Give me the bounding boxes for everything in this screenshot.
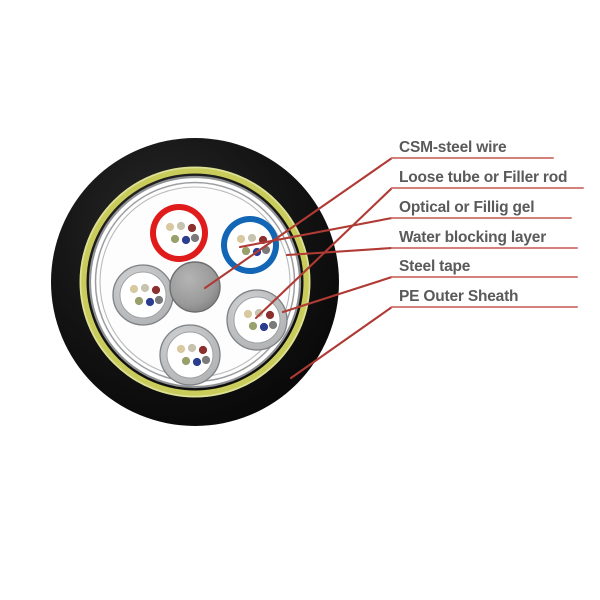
fiber-strand: [145, 297, 155, 307]
loose-tube-red: [150, 204, 208, 262]
callout-label-loose-tube-or-filler-rod: Loose tube or Filler rod: [399, 169, 567, 186]
loose-tube-gray-right-gel: [233, 296, 281, 344]
leader-line-optical-or-filling-gel: [238, 216, 394, 249]
callout-label-water-blocking-layer: Water blocking layer: [399, 229, 546, 246]
fiber-strand: [248, 321, 258, 331]
loose-tube-gray-right: [226, 289, 288, 351]
fiber-strand: [181, 356, 191, 366]
fiber-strand: [140, 283, 150, 293]
fiber-strand: [165, 222, 175, 232]
fiber-strand: [265, 310, 275, 320]
fiber-strand: [176, 221, 186, 231]
fiber-strand: [170, 234, 180, 244]
fiber-strand: [187, 343, 197, 353]
fiber-strand: [181, 235, 191, 245]
callout-label-optical-or-filling-gel: Optical or Fillig gel: [399, 199, 534, 216]
fiber-strand: [259, 322, 269, 332]
leader-line-pe-outer-sheath: [289, 305, 394, 380]
fiber-strand: [254, 308, 264, 318]
loose-tube-gray-left: [112, 264, 174, 326]
fiber-strand: [154, 295, 164, 305]
fiber-strand: [243, 309, 253, 319]
fiber-strand: [176, 344, 186, 354]
fiber-strand: [268, 320, 278, 330]
water-blocking-layer-ring: [79, 166, 311, 398]
fiber-strand: [247, 233, 257, 243]
loose-tube-gray-bottom-gel: [166, 331, 214, 379]
fiber-strand: [201, 355, 211, 365]
fiber-strand: [151, 285, 161, 295]
leader-line-steel-tape: [281, 275, 394, 314]
cable-body: [51, 138, 339, 426]
callout-label-steel-tape: Steel tape: [399, 258, 471, 275]
fiber-strand: [129, 284, 139, 294]
loose-tube-gray-left-gel: [119, 271, 167, 319]
leader-line-water-blocking-layer: [285, 246, 394, 257]
fiber-strand: [192, 357, 202, 367]
fiber-strand: [187, 223, 197, 233]
callout-leader-lines: [203, 156, 394, 380]
callout-label-csm-steel-wire: CSM-steel wire: [399, 139, 507, 156]
fiber-strand: [241, 246, 251, 256]
csm-steel-wire-core: [169, 261, 221, 313]
loose-tube-red-gel: [156, 210, 202, 256]
leader-line-csm-steel-wire: [203, 156, 394, 290]
callout-labels: CSM-steel wire Loose tube or Filler rod …: [399, 139, 567, 305]
fiber-strand: [236, 234, 246, 244]
fiber-strand: [134, 296, 144, 306]
callout-label-pe-outer-sheath: PE Outer Sheath: [399, 288, 518, 305]
water-blocking-layer-highlight: [79, 166, 311, 398]
loose-tube-gray-bottom: [159, 324, 221, 386]
callout-underlines: [391, 157, 584, 308]
fiber-strand: [190, 233, 200, 243]
fiber-strand: [198, 345, 208, 355]
